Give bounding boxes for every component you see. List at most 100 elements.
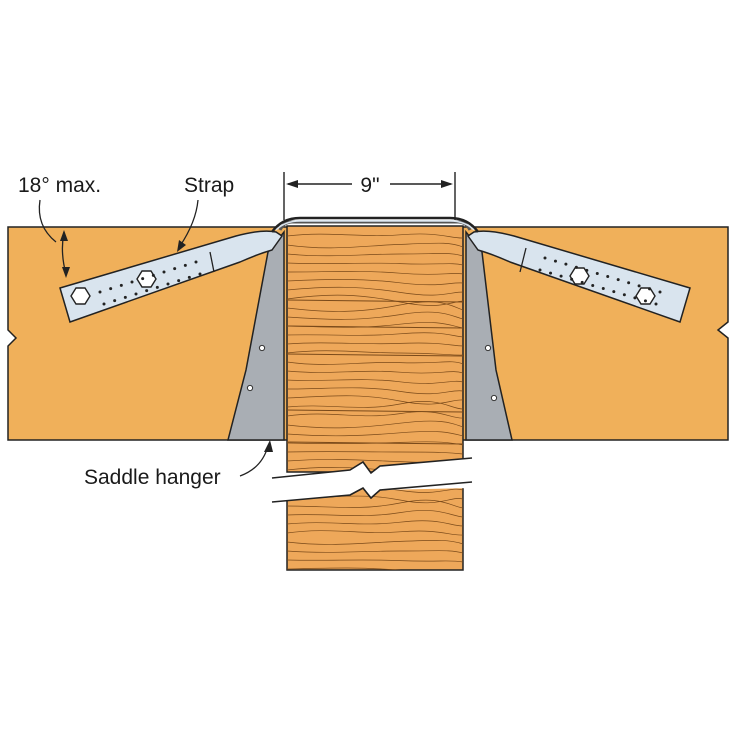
nail-hole xyxy=(119,283,123,287)
wood-grain-line xyxy=(287,395,463,405)
nail-hole xyxy=(643,299,647,303)
strap-nail-holes xyxy=(98,256,662,306)
nail-hole xyxy=(102,302,106,306)
wood-grain-line xyxy=(287,253,463,257)
wood-grain-line xyxy=(287,530,463,536)
strap-label: Strap xyxy=(184,174,234,197)
wood-grain-line xyxy=(287,441,463,446)
nail-hole xyxy=(580,280,584,284)
nail-hole xyxy=(622,293,626,297)
hanger-callout: Saddle hanger xyxy=(84,440,273,489)
board-seam xyxy=(287,299,463,303)
dimension-label: 9" xyxy=(360,174,379,197)
nail-hole xyxy=(543,256,547,260)
strap-top-band xyxy=(270,216,480,233)
nail-hole xyxy=(633,296,637,300)
dimension: 9" xyxy=(283,172,456,220)
nail-hole xyxy=(134,292,138,296)
nail-hole xyxy=(162,270,166,274)
nail-hole xyxy=(570,277,574,281)
nail-hole xyxy=(113,299,117,303)
hanger-label: Saddle hanger xyxy=(84,466,221,489)
wood-grain-line xyxy=(287,242,463,249)
nail-hole xyxy=(538,268,542,272)
wood-grain-line xyxy=(287,370,463,374)
wood-grain-line xyxy=(287,539,463,545)
nail-hole xyxy=(601,287,605,291)
nail-hole xyxy=(585,268,589,272)
nail-hole xyxy=(123,295,127,299)
arrow-down-icon xyxy=(62,267,70,278)
wood-grain-line xyxy=(287,294,463,306)
saddle-hanger xyxy=(227,220,513,441)
arrow-right-icon xyxy=(441,180,453,188)
angle-label: 18° max. xyxy=(18,174,101,197)
wood-grain-line xyxy=(287,559,463,563)
hanger-nail-hole xyxy=(258,344,266,352)
wood-grain-line xyxy=(287,431,463,437)
nail-hole xyxy=(155,285,159,289)
wood-grain-line xyxy=(287,387,463,395)
board-seam xyxy=(287,353,463,357)
strap-callout: Strap xyxy=(177,174,234,252)
wood-grain-line xyxy=(287,286,463,296)
nail-hole xyxy=(109,287,113,291)
wood-grain-line xyxy=(287,411,463,419)
angle-leader xyxy=(38,199,57,243)
nail-hole xyxy=(648,287,652,291)
nail-hole xyxy=(658,290,662,294)
post-break-line-bottom xyxy=(271,481,473,503)
nail-hole xyxy=(194,260,198,264)
hex-bolt-icon xyxy=(136,270,157,288)
nail-hole xyxy=(553,259,557,263)
nail-hole xyxy=(654,302,658,306)
hanger-leader xyxy=(239,445,269,477)
strap xyxy=(59,216,691,323)
hanger-nail-hole xyxy=(246,384,254,392)
nail-hole xyxy=(166,282,170,286)
wood-grain-line xyxy=(287,499,463,509)
strap-top-band-inner xyxy=(275,220,475,231)
wood-grain-line xyxy=(287,520,463,527)
wood-grain-line xyxy=(287,262,463,266)
wood-grain-line xyxy=(287,278,463,286)
nail-hole xyxy=(98,290,102,294)
nail-hole xyxy=(198,272,202,276)
post-break-gap xyxy=(272,458,472,502)
wood-grain-line xyxy=(287,342,463,347)
nail-hole xyxy=(559,274,563,278)
wood-grain-line xyxy=(287,401,463,410)
nail-hole xyxy=(177,279,181,283)
wood-grain-line xyxy=(287,379,463,384)
board-seam xyxy=(287,325,463,329)
angle-annotation: 18° max. xyxy=(18,174,101,278)
board-seam xyxy=(287,409,463,413)
hex-bolt-icon xyxy=(569,267,590,285)
hanger-nail-hole xyxy=(490,394,498,402)
wood-grain-line xyxy=(287,567,403,570)
nail-hole xyxy=(130,280,134,284)
nail-hole xyxy=(187,275,191,279)
wood-grain-line xyxy=(287,420,463,429)
strap-leader xyxy=(179,199,199,247)
hanger-nail-hole xyxy=(484,344,492,352)
wood-grain-line xyxy=(287,301,463,312)
nail-hole xyxy=(591,283,595,287)
arrow-icon xyxy=(264,440,273,452)
wood-grain-line xyxy=(287,550,463,554)
post xyxy=(271,225,473,571)
nail-hole xyxy=(574,265,578,269)
strap-left-arm xyxy=(59,230,284,323)
nail-hole xyxy=(151,273,155,277)
strap-mark xyxy=(209,251,215,273)
nail-hole xyxy=(595,271,599,275)
wood-grain-line xyxy=(287,233,463,239)
hanger-seat xyxy=(278,220,472,231)
nail-hole xyxy=(612,290,616,294)
nail-hole xyxy=(183,263,187,267)
arrow-left-icon xyxy=(286,180,298,188)
wood-grain-line xyxy=(287,311,463,320)
hex-bolt-icon xyxy=(70,287,91,305)
wood-grain-line xyxy=(287,510,463,518)
